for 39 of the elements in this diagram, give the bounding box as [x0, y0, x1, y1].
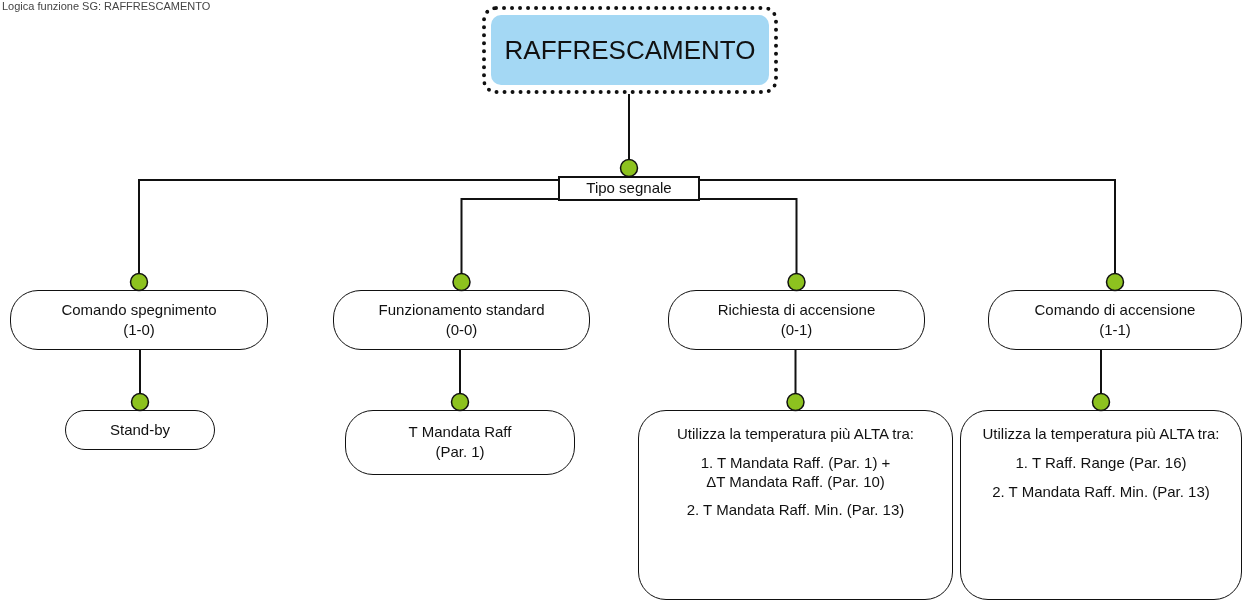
decision-box	[558, 176, 700, 201]
node-text: Stand-by	[109, 420, 170, 440]
node-text: 1. T Mandata Raff. (Par. 1) + ΔT Mandata Raff. (Par. 10)	[699, 453, 892, 492]
node-text: Funzionamento standard	[378, 300, 545, 320]
node-text: 2. T Mandata Raff. Min. (Par. 13)	[992, 482, 1210, 502]
node-text: (1-1)	[1099, 320, 1131, 340]
dotted-title-box	[482, 6, 778, 94]
node-text: (0-0)	[445, 320, 478, 340]
connector-line	[450, 349, 470, 412]
node-text: RAFFRESCAMENTO	[504, 33, 756, 67]
rounded-box	[638, 410, 953, 600]
node-text: (0-1)	[780, 320, 813, 340]
rounded-box	[65, 410, 215, 450]
node-text: 1. T Raff. Range (Par. 16)	[1015, 453, 1187, 473]
connector-line	[1091, 349, 1111, 412]
node-text: Comando spegnimento	[61, 300, 217, 320]
node-text: (Par. 1)	[435, 443, 485, 462]
node-text: (1-0)	[123, 320, 155, 340]
connector-line	[619, 93, 639, 178]
rounded-box	[10, 290, 268, 350]
node-text: Richiesta di accensione	[717, 300, 876, 320]
rounded-box	[988, 290, 1242, 350]
connector-line	[452, 198, 559, 292]
diagram-title: Logica funzione SG: RAFFRESCAMENTO	[2, 0, 211, 12]
connector-line	[130, 349, 150, 412]
connector-line	[699, 179, 1125, 292]
connector-line	[129, 179, 559, 292]
node-text: Utilizza la temperatura più ALTA tra:	[676, 425, 915, 444]
connector-line	[699, 198, 806, 292]
rounded-box	[960, 410, 1242, 600]
node-text: T Mandata Raff	[408, 423, 512, 442]
node-text: Utilizza la temperatura più ALTA tra:	[982, 425, 1220, 444]
rounded-box	[333, 290, 590, 350]
node-text: Tipo segnale	[586, 179, 672, 198]
connector-line	[786, 349, 805, 412]
node-text: Comando di accensione	[1034, 300, 1196, 320]
rounded-box	[345, 410, 575, 475]
rounded-box	[668, 290, 925, 350]
node-text: 2. T Mandata Raff. Min. (Par. 13)	[686, 501, 905, 520]
